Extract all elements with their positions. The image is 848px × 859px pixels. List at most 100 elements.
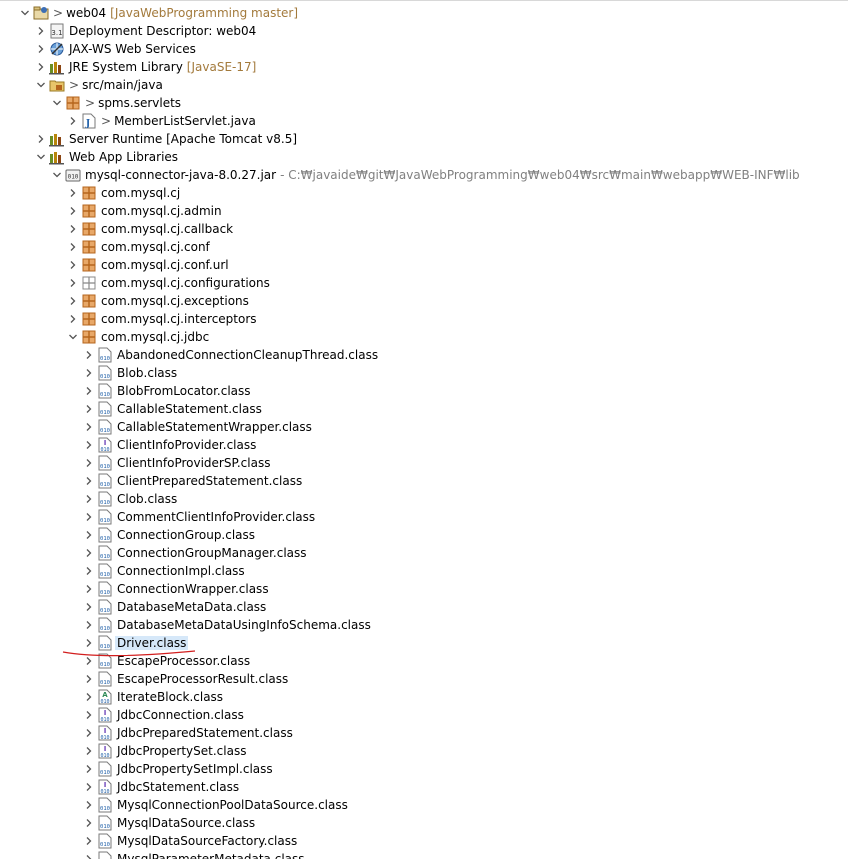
tree-item-jax-ws-web-services[interactable]: JAX-WS Web Services — [0, 40, 196, 58]
chevron-right-icon[interactable] — [82, 634, 96, 652]
class-file-icon: 010 — [97, 563, 113, 579]
chevron-down-icon[interactable] — [18, 4, 32, 22]
tree-item-src-main-java[interactable]: >src/main/java — [0, 76, 163, 94]
chevron-right-icon[interactable] — [82, 724, 96, 742]
chevron-down-icon[interactable] — [50, 94, 64, 112]
chevron-right-icon[interactable] — [82, 436, 96, 454]
chevron-down-icon[interactable] — [34, 148, 48, 166]
chevron-right-icon[interactable] — [82, 832, 96, 850]
tree-item-memberlistservlet-java[interactable]: J>MemberListServlet.java — [0, 112, 256, 130]
tree-item-com-mysql-cj-conf-url[interactable]: com.mysql.cj.conf.url — [0, 256, 229, 274]
chevron-right-icon[interactable] — [82, 418, 96, 436]
chevron-right-icon[interactable] — [66, 310, 80, 328]
tree-item-com-mysql-cj-exceptions[interactable]: com.mysql.cj.exceptions — [0, 292, 249, 310]
chevron-right-icon[interactable] — [34, 130, 48, 148]
chevron-down-icon[interactable] — [50, 166, 64, 184]
chevron-right-icon[interactable] — [66, 274, 80, 292]
chevron-right-icon[interactable] — [82, 814, 96, 832]
tree-item-com-mysql-cj-configurations[interactable]: com.mysql.cj.configurations — [0, 274, 270, 292]
chevron-right-icon[interactable] — [66, 112, 80, 130]
chevron-right-icon[interactable] — [66, 256, 80, 274]
tree-item-com-mysql-cj-callback[interactable]: com.mysql.cj.callback — [0, 220, 233, 238]
tree-item-label: IterateBlock.class — [117, 690, 224, 704]
chevron-right-icon[interactable] — [82, 706, 96, 724]
chevron-right-icon[interactable] — [66, 292, 80, 310]
tree-item-com-mysql-cj-jdbc[interactable]: com.mysql.cj.jdbc — [0, 328, 209, 346]
chevron-right-icon[interactable] — [82, 796, 96, 814]
tree-item-com-mysql-cj-interceptors[interactable]: com.mysql.cj.interceptors — [0, 310, 257, 328]
chevron-right-icon[interactable] — [34, 40, 48, 58]
tree-item-com-mysql-cj-conf[interactable]: com.mysql.cj.conf — [0, 238, 210, 256]
chevron-right-icon[interactable] — [34, 22, 48, 40]
chevron-right-icon[interactable] — [66, 202, 80, 220]
deployment-descriptor-icon: 3.1 — [49, 23, 65, 39]
chevron-right-icon[interactable] — [82, 508, 96, 526]
chevron-right-icon[interactable] — [82, 652, 96, 670]
tree-item-spms-servlets[interactable]: >spms.servlets — [0, 94, 181, 112]
chevron-right-icon[interactable] — [82, 850, 96, 859]
tree-item-web-app-libraries[interactable]: Web App Libraries — [0, 148, 178, 166]
chevron-right-icon[interactable] — [82, 742, 96, 760]
tree-item-mysqlparametermetadata-class[interactable]: 010MysqlParameterMetadata.class — [0, 850, 305, 859]
tree-item-jre-system-library[interactable]: JRE System Library[JavaSE-17] — [0, 58, 256, 76]
chevron-right-icon[interactable] — [82, 778, 96, 796]
chevron-right-icon[interactable] — [82, 688, 96, 706]
chevron-right-icon[interactable] — [66, 220, 80, 238]
chevron-right-icon[interactable] — [82, 598, 96, 616]
tree-item-com-mysql-cj[interactable]: com.mysql.cj — [0, 184, 180, 202]
chevron-right-icon[interactable] — [82, 580, 96, 598]
chevron-right-icon[interactable] — [82, 670, 96, 688]
chevron-right-icon[interactable] — [82, 544, 96, 562]
chevron-right-icon[interactable] — [82, 382, 96, 400]
chevron-right-icon[interactable] — [82, 562, 96, 580]
chevron-down-icon[interactable] — [66, 328, 80, 346]
chevron-right-icon[interactable] — [82, 760, 96, 778]
chevron-right-icon[interactable] — [82, 364, 96, 382]
chevron-right-icon[interactable] — [82, 400, 96, 418]
tree-item-web04[interactable]: >web04[JavaWebProgramming master] — [0, 4, 298, 22]
tree-item-com-mysql-cj-admin[interactable]: com.mysql.cj.admin — [0, 202, 222, 220]
chevron-right-icon[interactable] — [82, 472, 96, 490]
chevron-right-icon[interactable] — [82, 616, 96, 634]
chevron-right-icon[interactable] — [34, 58, 48, 76]
svg-text:010: 010 — [100, 464, 110, 470]
chevron-right-icon[interactable] — [82, 526, 96, 544]
chevron-down-icon[interactable] — [34, 76, 48, 94]
chevron-right-icon[interactable] — [66, 184, 80, 202]
tree-item-server-runtime-apache-tomcat-v8-5[interactable]: Server Runtime [Apache Tomcat v8.5] — [0, 130, 297, 148]
chevron-right-icon[interactable] — [82, 346, 96, 364]
chevron-right-icon[interactable] — [82, 454, 96, 472]
chevron-right-icon[interactable] — [82, 490, 96, 508]
chevron-right-icon[interactable] — [66, 238, 80, 256]
